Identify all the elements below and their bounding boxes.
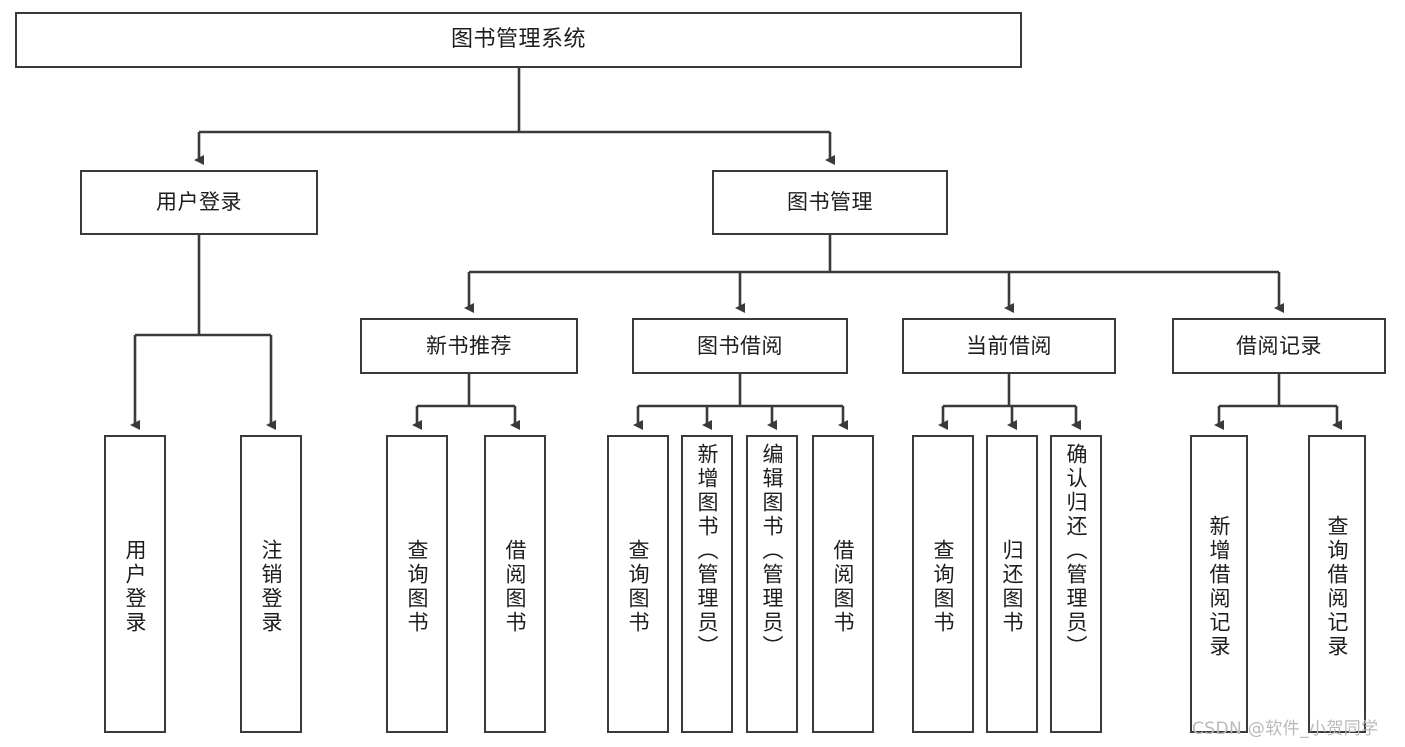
node-new-book-rec[interactable]: 新书推荐 xyxy=(360,318,578,374)
node-leaf-add-record-label: 新增借阅记录 xyxy=(1207,515,1232,659)
node-leaf-query-book-cur-label: 查询图书 xyxy=(931,539,956,635)
node-borrow-record[interactable]: 借阅记录 xyxy=(1172,318,1386,374)
node-leaf-edit-book-label: 编辑图书（管理员） xyxy=(760,443,785,659)
node-book-manage[interactable]: 图书管理 xyxy=(712,170,948,235)
node-leaf-query-book[interactable]: 查询图书 xyxy=(607,435,669,733)
node-leaf-borrow-book-rec[interactable]: 借阅图书 xyxy=(484,435,546,733)
node-book-borrow[interactable]: 图书借阅 xyxy=(632,318,848,374)
node-leaf-confirm-return[interactable]: 确认归还（管理员） xyxy=(1050,435,1102,733)
watermark-text: CSDN @软件_小贺同学 xyxy=(1192,719,1379,739)
node-leaf-confirm-return-label: 确认归还（管理员） xyxy=(1064,443,1089,659)
node-leaf-query-book-rec-label: 查询图书 xyxy=(405,539,430,635)
node-leaf-user-login[interactable]: 用户登录 xyxy=(104,435,166,733)
node-leaf-user-login-label: 用户登录 xyxy=(123,539,148,635)
node-leaf-edit-book[interactable]: 编辑图书（管理员） xyxy=(746,435,798,733)
node-root[interactable]: 图书管理系统 xyxy=(15,12,1022,68)
node-new-book-rec-label: 新书推荐 xyxy=(426,333,512,358)
node-leaf-query-book-label: 查询图书 xyxy=(626,539,651,635)
node-leaf-return-book-label: 归还图书 xyxy=(1000,539,1025,635)
node-leaf-return-book[interactable]: 归还图书 xyxy=(986,435,1038,733)
node-leaf-logout-label: 注销登录 xyxy=(259,539,284,635)
node-user-login[interactable]: 用户登录 xyxy=(80,170,318,235)
node-book-manage-label: 图书管理 xyxy=(787,190,873,215)
node-user-login-label: 用户登录 xyxy=(156,190,242,215)
node-borrow-record-label: 借阅记录 xyxy=(1236,333,1322,358)
node-leaf-query-book-rec[interactable]: 查询图书 xyxy=(386,435,448,733)
node-current-borrow[interactable]: 当前借阅 xyxy=(902,318,1116,374)
node-root-label: 图书管理系统 xyxy=(450,27,586,53)
node-leaf-add-book[interactable]: 新增图书（管理员） xyxy=(681,435,733,733)
node-book-borrow-label: 图书借阅 xyxy=(697,333,783,358)
node-leaf-borrow-book-rec-label: 借阅图书 xyxy=(503,539,528,635)
node-leaf-add-book-label: 新增图书（管理员） xyxy=(695,443,720,659)
node-current-borrow-label: 当前借阅 xyxy=(966,333,1052,358)
node-leaf-logout[interactable]: 注销登录 xyxy=(240,435,302,733)
node-leaf-query-record-label: 查询借阅记录 xyxy=(1325,515,1350,659)
node-leaf-borrow-book[interactable]: 借阅图书 xyxy=(812,435,874,733)
node-leaf-add-record[interactable]: 新增借阅记录 xyxy=(1190,435,1248,733)
node-leaf-query-book-cur[interactable]: 查询图书 xyxy=(912,435,974,733)
node-leaf-query-record[interactable]: 查询借阅记录 xyxy=(1308,435,1366,733)
node-leaf-borrow-book-label: 借阅图书 xyxy=(831,539,856,635)
